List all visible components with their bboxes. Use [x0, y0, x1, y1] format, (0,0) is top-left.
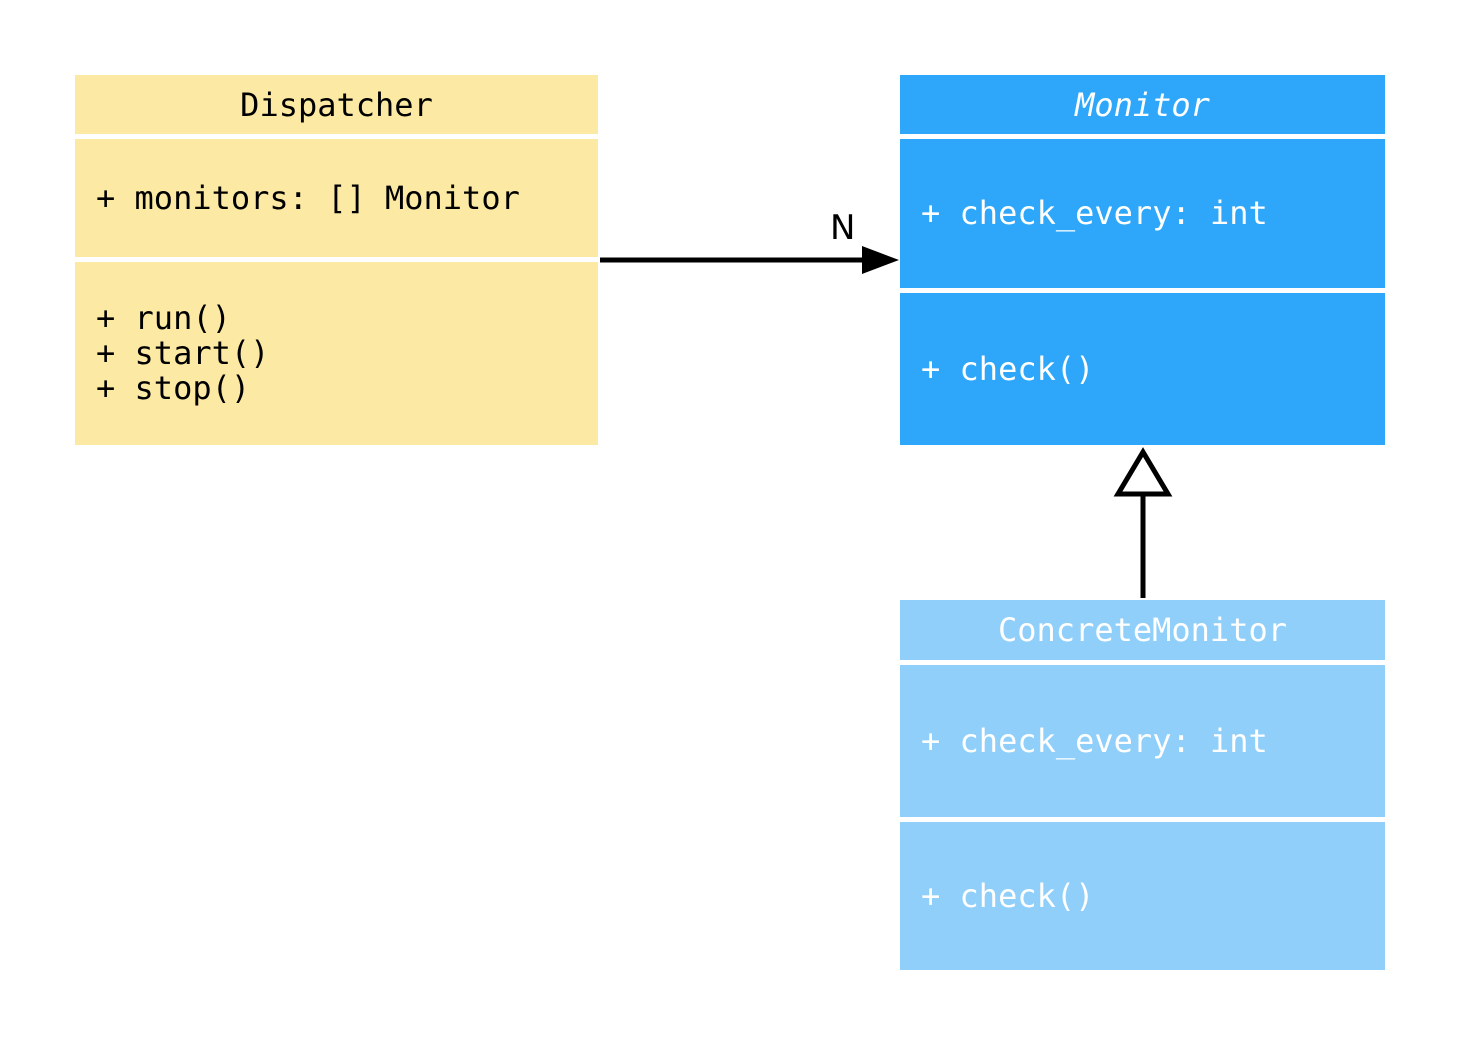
- class-attributes-concrete-monitor: + check_every: int: [900, 665, 1385, 817]
- class-box-monitor: Monitor + check_every: int + check(): [900, 75, 1385, 445]
- attribute-item: + check_every: int: [921, 721, 1268, 760]
- inheritance-arrow: [1113, 447, 1173, 598]
- method-item: + stop(): [96, 369, 251, 407]
- class-attributes-monitor: + check_every: int: [900, 139, 1385, 288]
- method-item: + check(): [921, 876, 1095, 915]
- association-arrow: [600, 246, 899, 274]
- method-item: + check(): [921, 349, 1095, 388]
- class-box-concrete-monitor: ConcreteMonitor + check_every: int + che…: [900, 600, 1385, 970]
- inheritance-triangle-icon: [1113, 447, 1173, 497]
- class-box-dispatcher: Dispatcher + monitors: [] Monitor + run(…: [75, 75, 598, 445]
- class-attributes-dispatcher: + monitors: [] Monitor: [75, 139, 598, 257]
- method-item: + run(): [96, 299, 231, 337]
- association-arrowhead-icon: [862, 246, 899, 274]
- class-methods-dispatcher: + run() + start() + stop(): [75, 262, 598, 445]
- attribute-item: + check_every: int: [921, 194, 1268, 232]
- class-methods-monitor: + check(): [900, 293, 1385, 445]
- class-methods-concrete-monitor: + check(): [900, 822, 1385, 970]
- method-item: + start(): [96, 334, 270, 372]
- class-title-concrete-monitor: ConcreteMonitor: [900, 600, 1385, 660]
- association-multiplicity-label: N: [830, 208, 856, 248]
- class-title-dispatcher: Dispatcher: [75, 75, 598, 134]
- attribute-item: + monitors: [] Monitor: [96, 178, 520, 217]
- class-title-monitor: Monitor: [900, 75, 1385, 134]
